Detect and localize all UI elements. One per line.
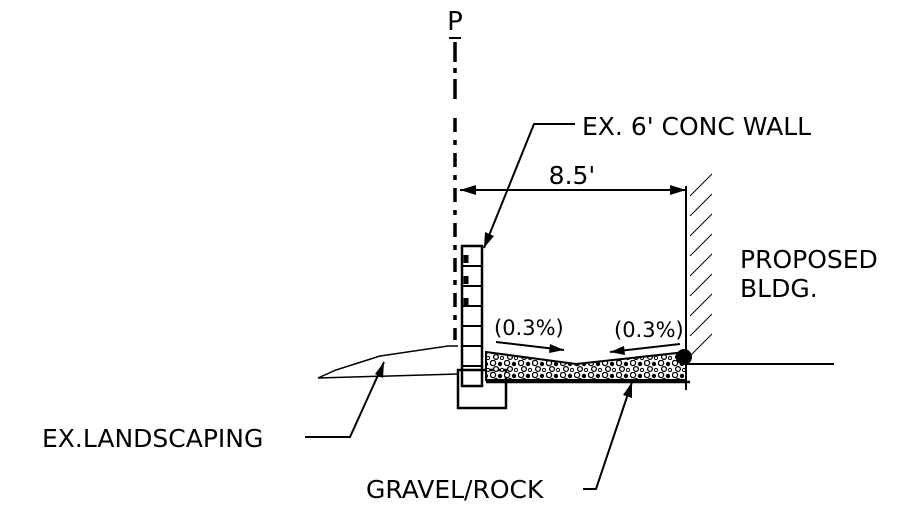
landscaping-callout: EX.LANDSCAPING — [42, 361, 385, 453]
building-hatch — [689, 173, 713, 357]
slope-right-label: (0.3%) — [614, 318, 684, 342]
centerline-symbol: P — [447, 7, 463, 37]
centerline: P — [447, 7, 463, 340]
slope-right: (0.3%) — [609, 318, 684, 355]
landscaping-label: EX.LANDSCAPING — [42, 424, 263, 453]
gravel-label: GRAVEL/ROCK — [366, 475, 544, 504]
concrete-wall — [456, 244, 508, 410]
gravel-bed — [485, 349, 692, 384]
wall-callout: EX. 6' CONC WALL — [483, 112, 811, 249]
wall-footing — [456, 368, 508, 410]
slope-left: (0.3%) — [494, 316, 565, 353]
wall-label: EX. 6' CONC WALL — [582, 112, 811, 141]
width-dimension: 8.5' — [460, 161, 687, 390]
building-label-line2: BLDG. — [740, 274, 818, 303]
building-label-line1: PROPOSED — [740, 245, 878, 274]
landscaping-ground — [317, 345, 459, 379]
gravel-callout: GRAVEL/ROCK — [366, 381, 633, 504]
width-label: 8.5' — [549, 161, 596, 190]
slope-left-label: (0.3%) — [494, 316, 564, 340]
